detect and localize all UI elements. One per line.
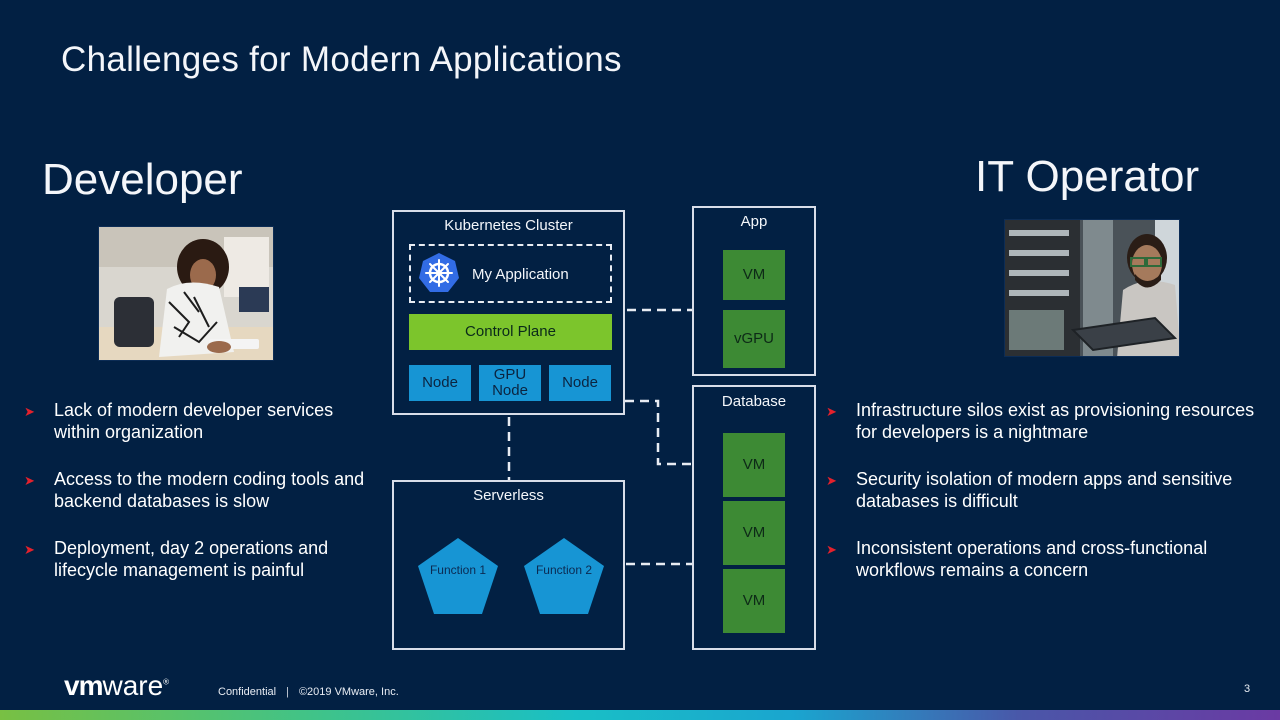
database-vm: VM: [723, 501, 785, 565]
my-application-box: My Application: [409, 244, 612, 303]
arrow-bullet-icon: ➤: [826, 404, 837, 419]
it-operator-challenge-item: ➤ Security isolation of modern apps and …: [822, 468, 1262, 512]
footer-text: Confidential | ©2019 VMware, Inc.: [218, 686, 399, 698]
database-vm: VM: [723, 433, 785, 497]
it-operator-photo: [1004, 219, 1180, 357]
database-box: Database VM VM VM: [692, 385, 816, 650]
kubernetes-cluster-title: Kubernetes Cluster: [444, 217, 573, 234]
it-operator-heading: IT Operator: [975, 152, 1200, 201]
developer-challenge-item: ➤ Deployment, day 2 operations and lifec…: [20, 537, 380, 581]
developer-challenge-item: ➤ Access to the modern coding tools and …: [20, 468, 380, 512]
it-operator-challenge-text: Inconsistent operations and cross-functi…: [856, 538, 1208, 580]
function-label: Function 1: [429, 563, 487, 577]
function-2: Function 2: [522, 536, 606, 616]
arrow-bullet-icon: ➤: [24, 473, 35, 488]
developer-heading: Developer: [42, 155, 243, 204]
it-operator-challenge-text: Infrastructure silos exist as provisioni…: [856, 400, 1255, 442]
vmware-logo-vm: vm: [64, 670, 103, 701]
it-operator-photo-image: [1005, 220, 1179, 356]
serverless-box: Serverless Function 1 Function 2: [392, 480, 625, 650]
kubernetes-cluster-box: Kubernetes Cluster My Application Contro…: [392, 210, 625, 415]
registered-mark: ®: [163, 677, 169, 687]
page-number: 3: [1244, 683, 1251, 695]
connector-k8s-to-database: [625, 399, 692, 466]
arrow-bullet-icon: ➤: [24, 542, 35, 557]
gpu-node: GPU Node: [479, 365, 541, 401]
developer-challenges-list: ➤ Lack of modern developer services with…: [20, 399, 380, 606]
copyright-label: ©2019 VMware, Inc.: [298, 686, 399, 698]
database-title: Database: [721, 393, 787, 410]
app-title: App: [740, 213, 768, 230]
vmware-logo-ware: ware: [102, 670, 164, 701]
it-operator-challenges-list: ➤ Infrastructure silos exist as provisio…: [822, 399, 1262, 606]
function-1: Function 1: [416, 536, 500, 616]
confidential-label: Confidential: [218, 686, 277, 698]
developer-photo-image: [99, 227, 273, 360]
pentagon-shape: [524, 538, 604, 614]
developer-challenge-text: Deployment, day 2 operations and lifecyc…: [54, 538, 329, 580]
kubernetes-helm-icon: [419, 253, 459, 292]
it-operator-challenge-item: ➤ Infrastructure silos exist as provisio…: [822, 399, 1262, 443]
arrow-bullet-icon: ➤: [24, 404, 35, 419]
pentagon-shape: [418, 538, 498, 614]
app-vgpu: vGPU: [723, 310, 785, 368]
slide-title: Challenges for Modern Applications: [61, 40, 622, 79]
developer-photo: [98, 226, 274, 361]
node: Node: [409, 365, 471, 401]
serverless-title: Serverless: [473, 487, 544, 504]
developer-challenge-item: ➤ Lack of modern developer services with…: [20, 399, 380, 443]
function-label: Function 2: [535, 563, 593, 577]
arrow-bullet-icon: ➤: [826, 473, 837, 488]
it-operator-challenge-text: Security isolation of modern apps and se…: [856, 469, 1233, 511]
app-box: App VM vGPU: [692, 206, 816, 376]
it-operator-challenge-item: ➤ Inconsistent operations and cross-func…: [822, 537, 1262, 581]
my-application-label: My Application: [472, 266, 569, 283]
developer-challenge-text: Access to the modern coding tools and ba…: [54, 469, 365, 511]
app-vm: VM: [723, 250, 785, 300]
developer-challenge-text: Lack of modern developer services within…: [54, 400, 334, 442]
vmware-logo: vmware®: [64, 670, 169, 702]
gradient-footer-bar: [0, 710, 1280, 720]
control-plane: Control Plane: [409, 314, 612, 350]
database-vm: VM: [723, 569, 785, 633]
footer-separator: |: [286, 686, 289, 698]
node: Node: [549, 365, 611, 401]
arrow-bullet-icon: ➤: [826, 542, 837, 557]
